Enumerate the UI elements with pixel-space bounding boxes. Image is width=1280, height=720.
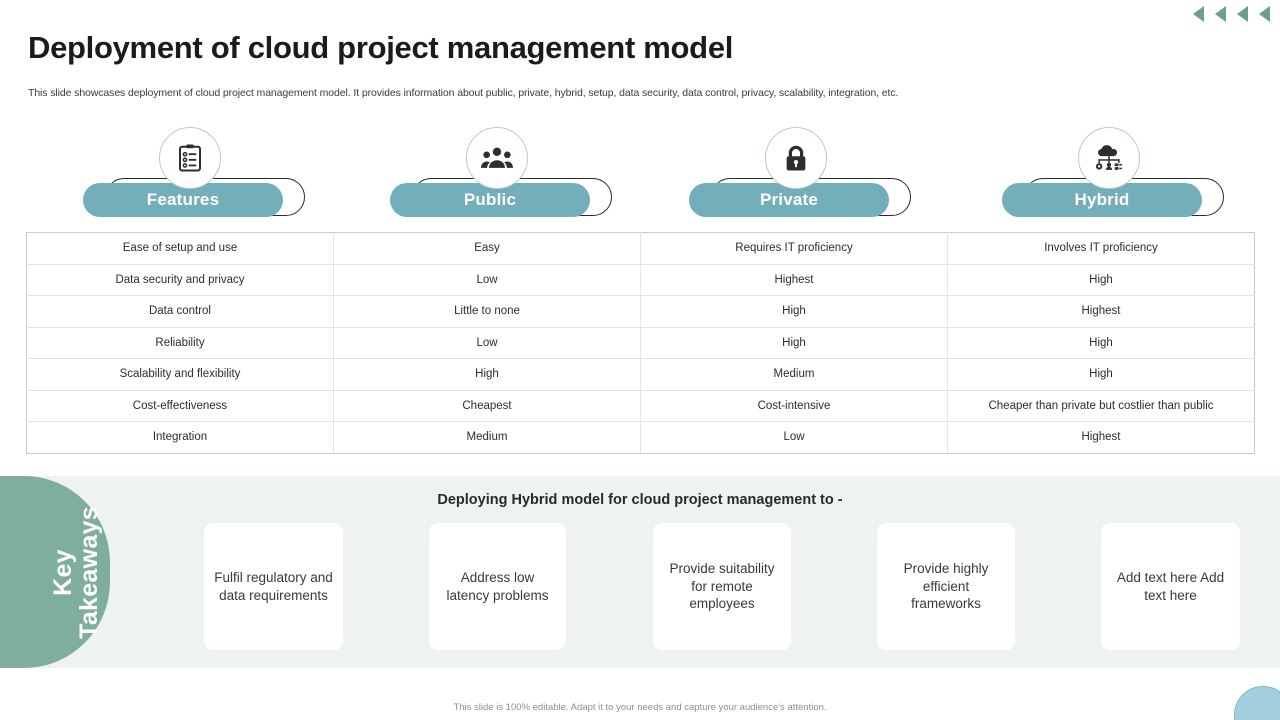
key-takeaways-label: Key Takeaways [49,505,103,639]
table-row: Ease of setup and use Easy Requires IT p… [26,232,1255,265]
pill-fill[interactable]: Public [390,183,590,217]
table-cell-criterion: Data control [26,295,334,328]
key-label-line1: Key [49,548,77,596]
column-label: Features [146,190,220,209]
table-cell-private: Medium [640,358,948,391]
table-cell-hybrid: Involves IT proficiency [947,232,1255,265]
takeaway-card[interactable]: Provide highly efficient frameworks [877,523,1015,650]
table-cell-private: Cost-intensive [640,389,948,422]
table-cell-public: Little to none [333,295,641,328]
table-cell-hybrid: Highest [947,295,1255,328]
table-cell-criterion: Cost-effectiveness [26,389,334,422]
pill-fill[interactable]: Features [83,183,283,217]
clipboard-checklist-icon [159,127,221,189]
pill-fill[interactable]: Hybrid [1002,183,1202,217]
table-cell-hybrid: Cheaper than private but costlier than p… [947,389,1255,422]
people-group-icon [466,127,528,189]
prev-arrow-icon-1[interactable] [1193,6,1204,22]
takeaway-card[interactable]: Add text here Add text here [1101,523,1240,650]
table-cell-criterion: Data security and privacy [26,263,334,296]
pill-fill[interactable]: Private [689,183,889,217]
takeaway-card[interactable]: Address low latency problems [429,523,566,650]
takeaway-card[interactable]: Fulfil regulatory and data requirements [204,523,343,650]
column-header-hybrid[interactable]: Hybrid [1002,124,1247,224]
takeaway-card-group: Fulfil regulatory and data requirements … [0,523,1280,650]
nav-arrow-group [1193,6,1270,22]
table-row: Cost-effectiveness Cheapest Cost-intensi… [26,389,1255,422]
comparison-table: Ease of setup and use Easy Requires IT p… [26,232,1255,454]
table-cell-public: High [333,358,641,391]
table-body: Ease of setup and use Easy Requires IT p… [26,232,1255,454]
table-cell-criterion: Reliability [26,326,334,359]
table-cell-criterion: Integration [26,421,334,454]
table-cell-private: High [640,326,948,359]
table-cell-private: Highest [640,263,948,296]
column-label: Hybrid [1074,190,1130,209]
table-cell-hybrid: High [947,326,1255,359]
key-takeaways-label-wrap: Key Takeaways [0,476,110,668]
corner-decoration-circle [1234,686,1280,720]
panel-heading: Deploying Hybrid model for cloud project… [437,492,843,508]
table-cell-hybrid: High [947,358,1255,391]
table-cell-criterion: Ease of setup and use [26,232,334,265]
column-header-features[interactable]: Features [83,124,328,224]
prev-arrow-icon-3[interactable] [1237,6,1248,22]
prev-arrow-icon-2[interactable] [1215,6,1226,22]
table-row: Integration Medium Low Highest [26,421,1255,454]
magnifier-lightbulb-icon [70,134,100,170]
footer-note: This slide is 100% editable. Adapt it to… [453,702,827,713]
takeaway-card[interactable]: Provide suitability for remote employees [653,523,791,650]
table-cell-criterion: Scalability and flexibility [26,358,334,391]
column-header-private[interactable]: Private [689,124,934,224]
table-row: Scalability and flexibility High Medium … [26,358,1255,391]
table-cell-private: High [640,295,948,328]
table-row: Reliability Low High High [26,326,1255,359]
table-cell-private: Low [640,421,948,454]
table-cell-public: Medium [333,421,641,454]
page-subtitle: This slide showcases deployment of cloud… [28,87,899,99]
column-label: Private [759,190,819,209]
cloud-network-icon [1078,127,1140,189]
column-label: Public [463,190,517,209]
table-cell-public: Cheapest [333,389,641,422]
column-header-group: Features Public [0,124,1280,224]
table-cell-hybrid: High [947,263,1255,296]
table-cell-public: Easy [333,232,641,265]
prev-arrow-icon-4[interactable] [1259,6,1270,22]
column-header-public[interactable]: Public [390,124,635,224]
table-row: Data security and privacy Low Highest Hi… [26,263,1255,296]
table-cell-public: Low [333,326,641,359]
table-cell-private: Requires IT proficiency [640,232,948,265]
page-title: Deployment of cloud project management m… [28,30,734,65]
table-cell-public: Low [333,263,641,296]
key-label-line2: Takeaways [75,505,103,639]
padlock-icon [765,127,827,189]
table-row: Data control Little to none High Highest [26,295,1255,328]
table-cell-hybrid: Highest [947,421,1255,454]
